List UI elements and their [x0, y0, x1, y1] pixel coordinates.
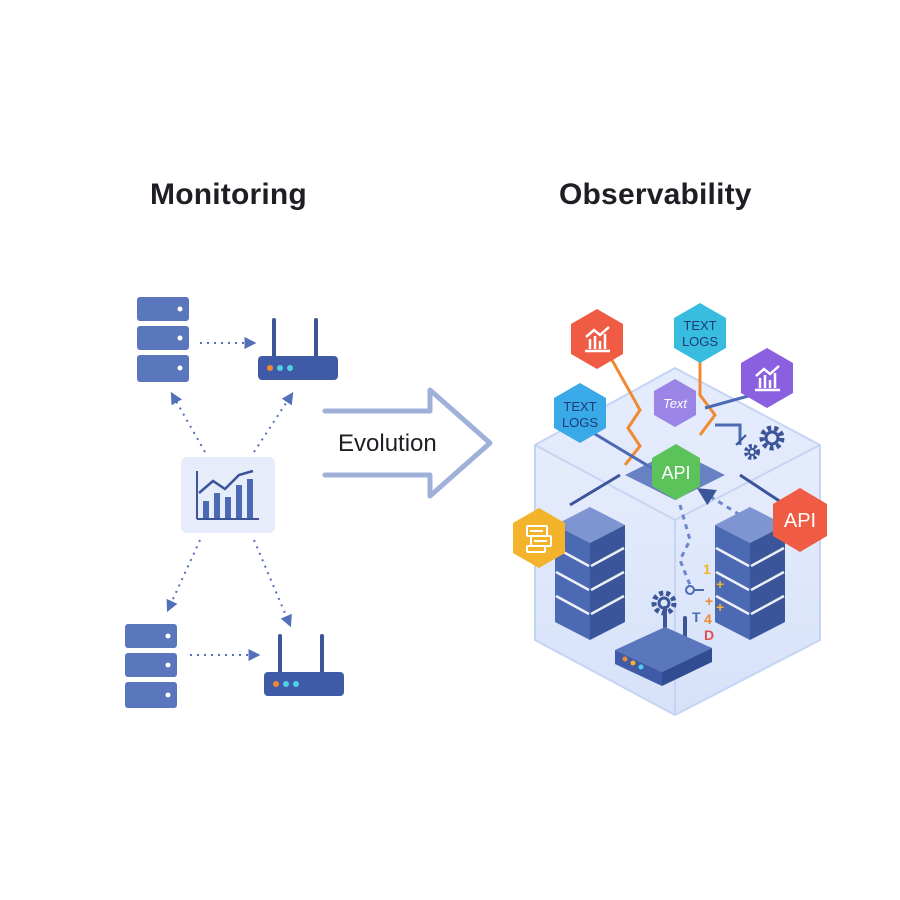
svg-text:TEXT: TEXT	[683, 318, 716, 333]
text-hex-icon: Text	[654, 379, 696, 427]
connector-lines	[569, 359, 791, 586]
logs-hex-icon: TEXT LOGS	[554, 383, 606, 443]
svg-text:4: 4	[704, 611, 712, 627]
gear-icon	[651, 590, 677, 616]
router-icon	[264, 634, 344, 696]
document-hex-icon	[513, 508, 565, 568]
gear-icon	[759, 425, 785, 451]
svg-text:1: 1	[703, 561, 711, 577]
bar-chart-icon	[755, 365, 780, 392]
connection-line	[170, 391, 206, 453]
svg-text:LOGS: LOGS	[562, 415, 598, 430]
server-icon	[125, 624, 177, 708]
evolution-arrow	[322, 387, 493, 499]
svg-text:Text: Text	[663, 396, 688, 411]
evolution-label: Evolution	[338, 430, 437, 457]
document-icon	[526, 525, 552, 553]
svg-text:+: +	[705, 593, 713, 609]
server-icon	[555, 507, 625, 640]
chart-hex-icon	[571, 309, 623, 369]
api-hex-icon: API	[773, 488, 827, 552]
chart-hex-icon	[741, 348, 793, 408]
connection-line	[253, 391, 294, 453]
trace-glyphs: 1 + + + T 4 D	[685, 561, 724, 643]
connection-line	[166, 539, 201, 613]
bar-chart-icon	[585, 326, 610, 353]
chart-panel-icon	[181, 457, 275, 533]
svg-text:TEXT: TEXT	[563, 399, 596, 414]
svg-text:API: API	[661, 463, 690, 483]
monitoring-title: Monitoring	[150, 178, 307, 211]
server-icon	[137, 297, 189, 382]
server-icon	[715, 507, 785, 640]
svg-text:LOGS: LOGS	[682, 334, 718, 349]
svg-text:+: +	[716, 576, 724, 592]
router-icon	[258, 318, 338, 380]
svg-text:API: API	[784, 510, 816, 532]
observability-title: Observability	[559, 178, 752, 211]
gear-icon	[744, 444, 760, 460]
connection-line	[253, 539, 292, 628]
svg-text:+: +	[716, 599, 724, 615]
logs-hex-icon: TEXT LOGS	[674, 303, 726, 363]
api-hex-icon: API	[652, 444, 700, 500]
svg-text:D: D	[704, 627, 714, 643]
svg-text:T: T	[692, 609, 701, 625]
